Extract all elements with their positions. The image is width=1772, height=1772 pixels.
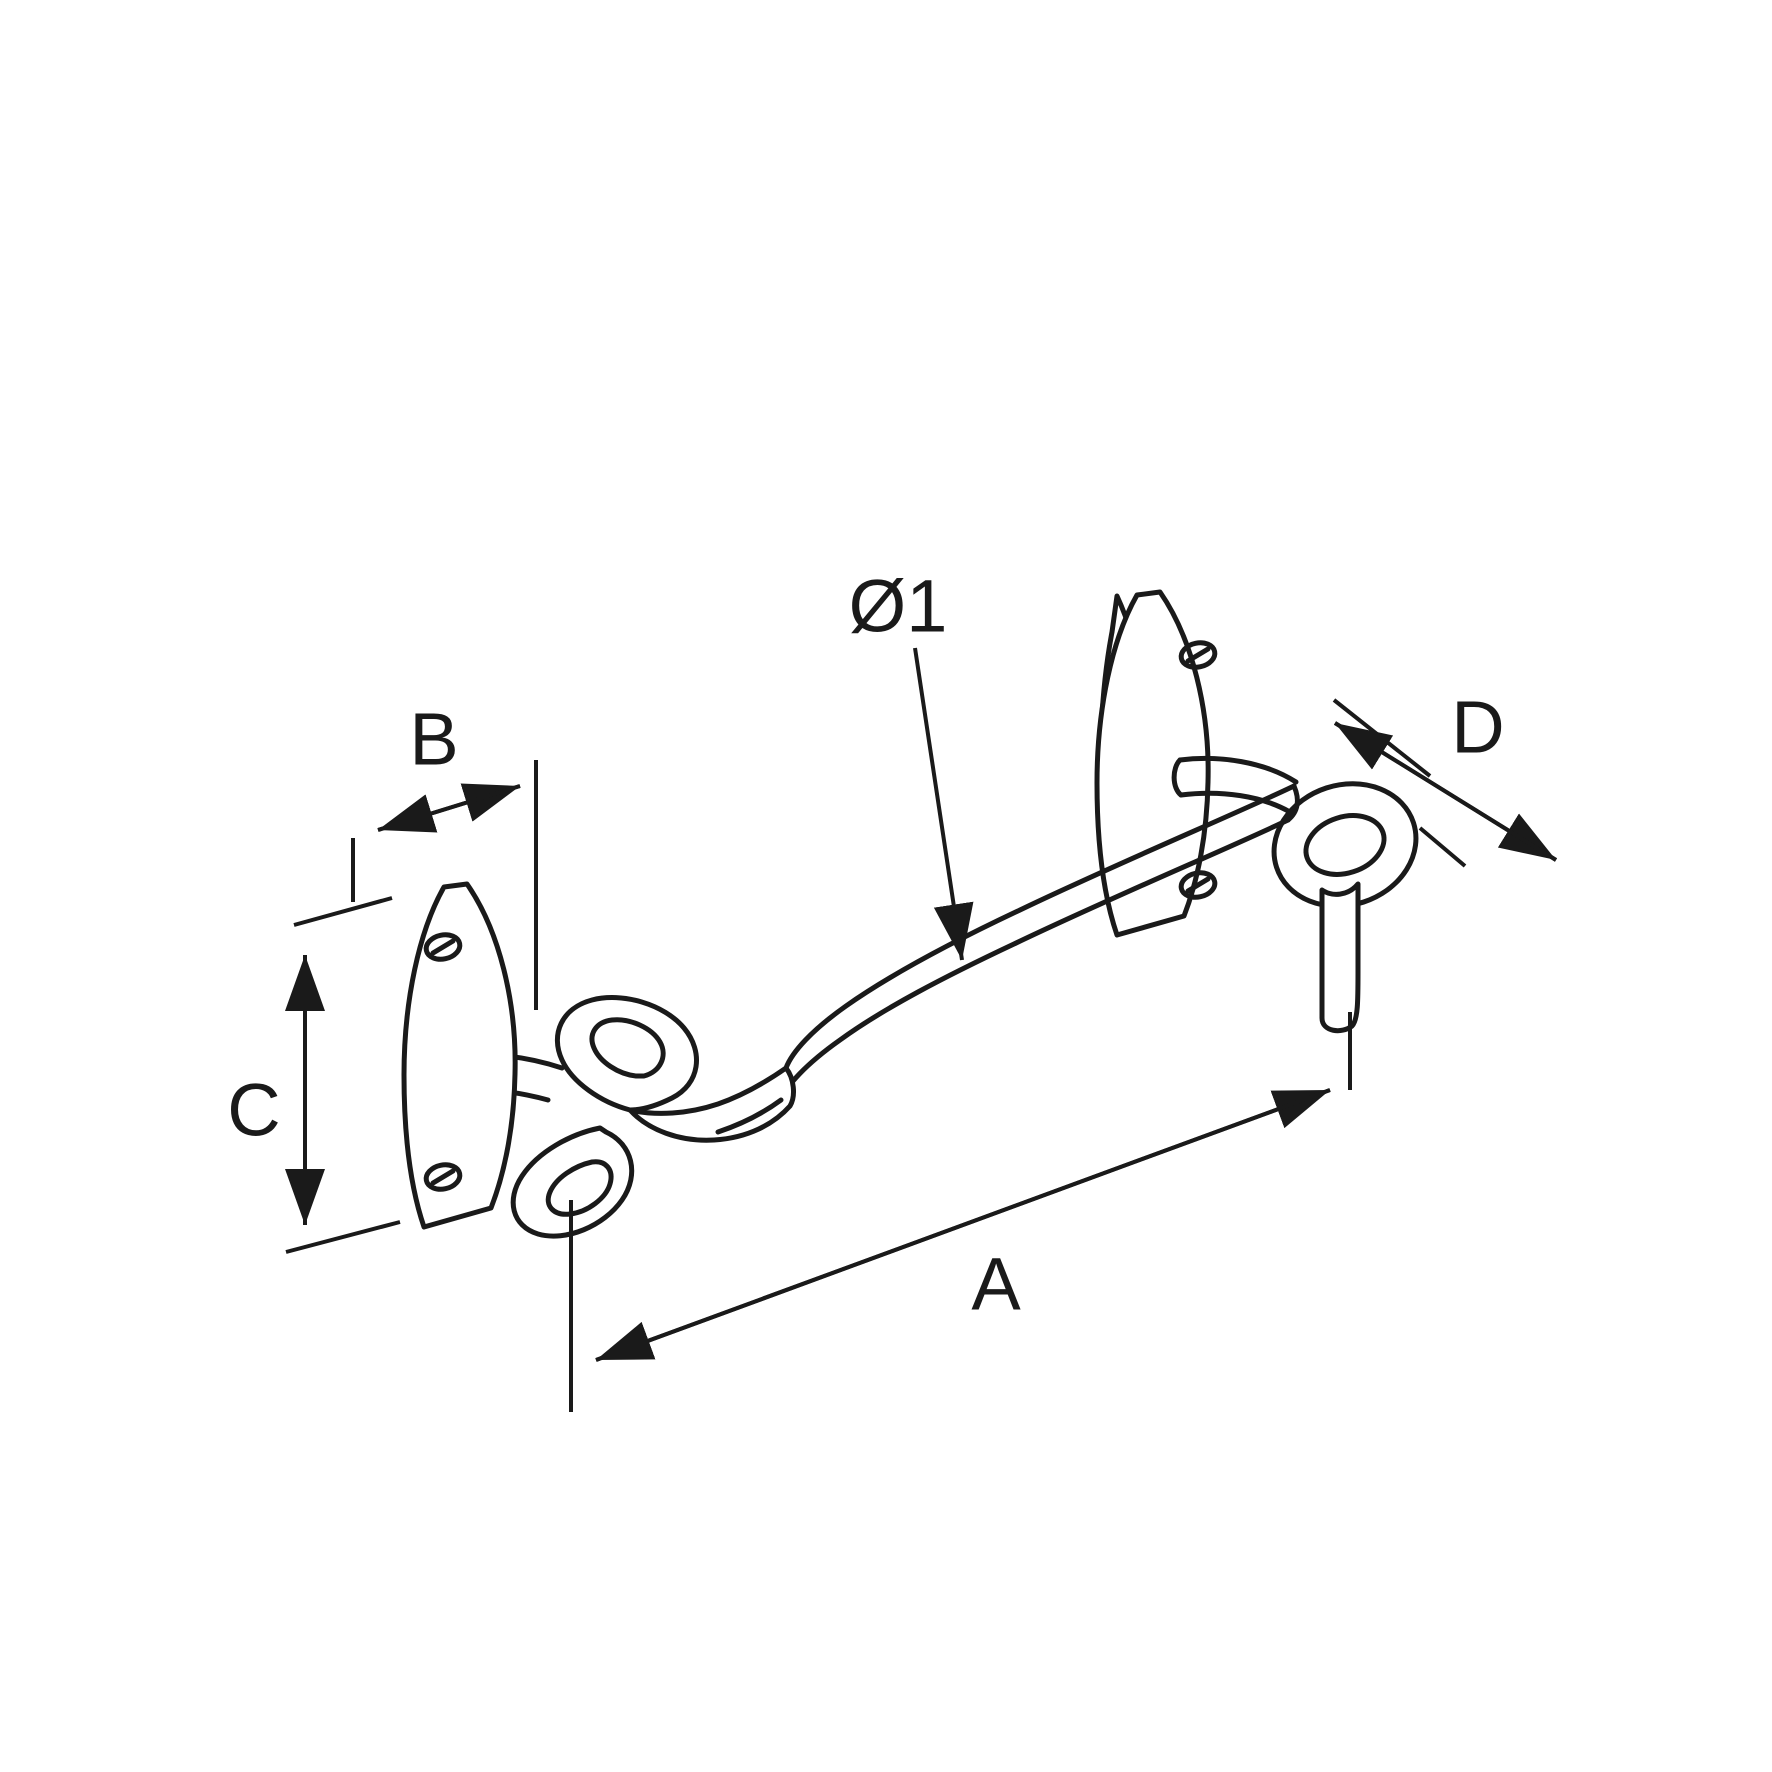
dimension-length-a: A [569,1012,1352,1412]
dimension-diameter: Ø1 [849,565,974,961]
screw-hole-icon [423,932,463,962]
dimension-label-d: D [1451,686,1504,769]
screw-hole-icon [423,1162,463,1192]
eye-loop [1171,756,1419,1034]
dimension-height-c: C [227,896,401,1254]
right-backplate [1094,589,1218,938]
dimension-label-c: C [227,1069,280,1152]
dimension-depth-d: D [1332,686,1558,868]
dimension-label-a: A [971,1243,1021,1326]
dimension-label-diameter: Ø1 [849,565,948,648]
dimension-width-b: B [351,698,538,1010]
screw-hole-icon [1178,640,1218,670]
hook-end [627,1065,796,1143]
screw-hole-icon [1178,870,1218,900]
hook-rod [778,783,1300,1103]
left-backplate [401,881,518,1230]
chain-links [425,995,699,1239]
dimension-label-b: B [409,698,458,781]
